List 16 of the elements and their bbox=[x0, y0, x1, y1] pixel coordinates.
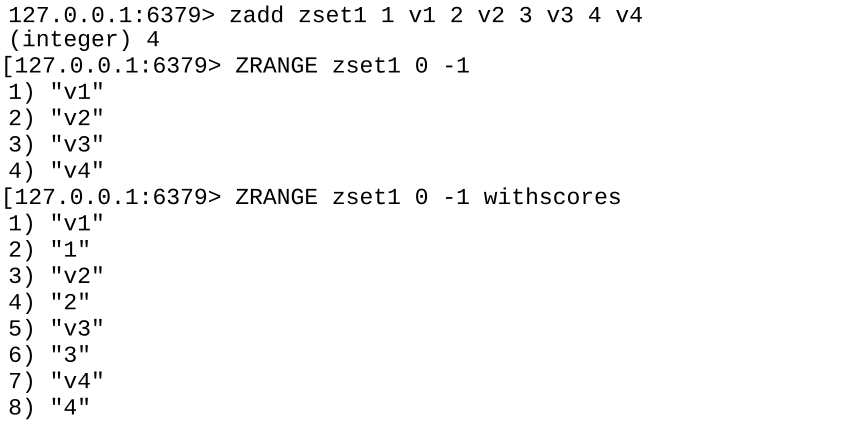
terminal-line: 7) "v4" bbox=[10, 371, 102, 393]
terminal-line: 3) "v2" bbox=[10, 266, 102, 288]
terminal-line: 1) "v1" bbox=[10, 214, 102, 236]
terminal-line: 2) "v2" bbox=[10, 108, 102, 130]
terminal-line: 127.0.0.1:6379> zadd zset1 1 v1 2 v2 3 v3 4 v4 bbox=[10, 6, 642, 22]
terminal-line: [127.0.0.1:6379> ZRANGE zset1 0 -1 withscores bbox=[5, 187, 620, 209]
terminal-line: 5) "v3" bbox=[10, 318, 102, 340]
terminal-line: 3) "v3" bbox=[10, 134, 102, 156]
terminal-line: 8) "4" bbox=[10, 398, 88, 420]
terminal-line: 4) "v4" bbox=[9, 161, 102, 183]
terminal-line: 2) "1" bbox=[10, 240, 88, 262]
terminal-line: (integer) 4 bbox=[12, 30, 159, 51]
terminal-line: 6) "3" bbox=[10, 345, 88, 367]
terminal-line: [127.0.0.1:6379> ZRANGE zset1 0 -1 bbox=[5, 56, 469, 78]
terminal-line: 1) "v1" bbox=[10, 82, 102, 104]
terminal-line: 4) "2" bbox=[9, 292, 88, 314]
